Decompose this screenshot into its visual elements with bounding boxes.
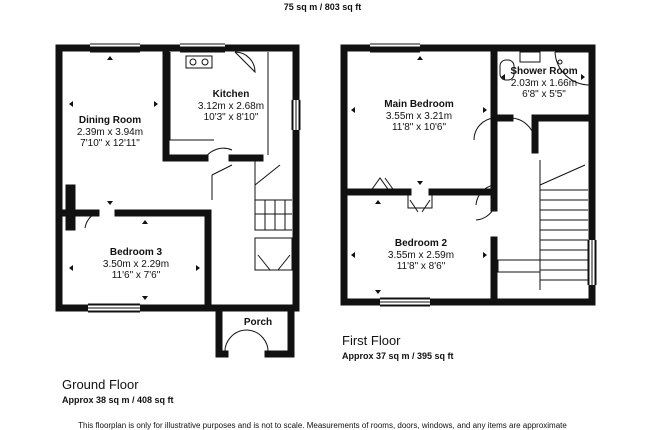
first-floor-walls — [340, 44, 596, 306]
room-metric: 3.50m x 2.29m — [102, 258, 170, 270]
first-floor-area: Approx 37 sq m / 395 sq ft — [342, 351, 454, 361]
room-kitchen: Kitchen 3.12m x 2.68m 10'3" x 8'10" — [198, 89, 264, 124]
ground-floor-area: Approx 38 sq m / 408 sq ft — [62, 395, 174, 405]
room-metric: 3.55m x 3.21m — [385, 110, 453, 122]
room-name: Main Bedroom — [384, 99, 454, 110]
room-name: Bedroom 2 — [394, 238, 448, 249]
room-name: Dining Room — [78, 115, 142, 126]
room-imperial: 11'8" x 10'6" — [391, 122, 447, 133]
room-metric: 2.03m x 1.66m — [510, 77, 578, 89]
room-metric: 2.39m x 3.94m — [76, 126, 144, 138]
total-area: 75 sq m / 803 sq ft — [283, 2, 362, 12]
first-floor-fixtures — [369, 41, 597, 307]
room-main-bedroom: Main Bedroom 3.55m x 3.21m 11'8" x 10'6" — [384, 99, 453, 134]
room-bedroom-3: Bedroom 3 3.50m x 2.29m 11'6" x 7'6" — [103, 247, 169, 282]
room-name: Shower Room — [510, 66, 578, 77]
room-name: Porch — [243, 317, 273, 328]
room-porch: Porch — [244, 317, 272, 329]
room-name: Bedroom 3 — [109, 247, 163, 258]
room-imperial: 11'6" x 7'6" — [111, 270, 161, 281]
ground-floor-fixtures — [65, 41, 301, 355]
first-floor-title: First Floor — [342, 333, 401, 348]
room-name: Kitchen — [212, 89, 250, 100]
room-metric: 3.12m x 2.68m — [197, 100, 265, 112]
room-imperial: 6'8" x 5'5" — [522, 89, 566, 100]
room-bedroom-2: Bedroom 2 3.55m x 2.59m 11'8" x 8'6" — [388, 238, 454, 273]
room-imperial: 7'10" x 12'11" — [80, 138, 140, 149]
ground-floor-title: Ground Floor — [62, 377, 139, 392]
room-shower-room: Shower Room 2.03m x 1.66m 6'8" x 5'5" — [510, 66, 577, 101]
room-imperial: 11'8" x 8'6" — [396, 261, 446, 272]
room-dining-room: Dining Room 2.39m x 3.94m 7'10" x 12'11" — [77, 115, 143, 150]
room-metric: 3.55m x 2.59m — [387, 249, 455, 261]
room-imperial: 10'3" x 8'10" — [203, 112, 259, 123]
disclaimer: This floorplan is only for illustrative … — [78, 421, 567, 430]
